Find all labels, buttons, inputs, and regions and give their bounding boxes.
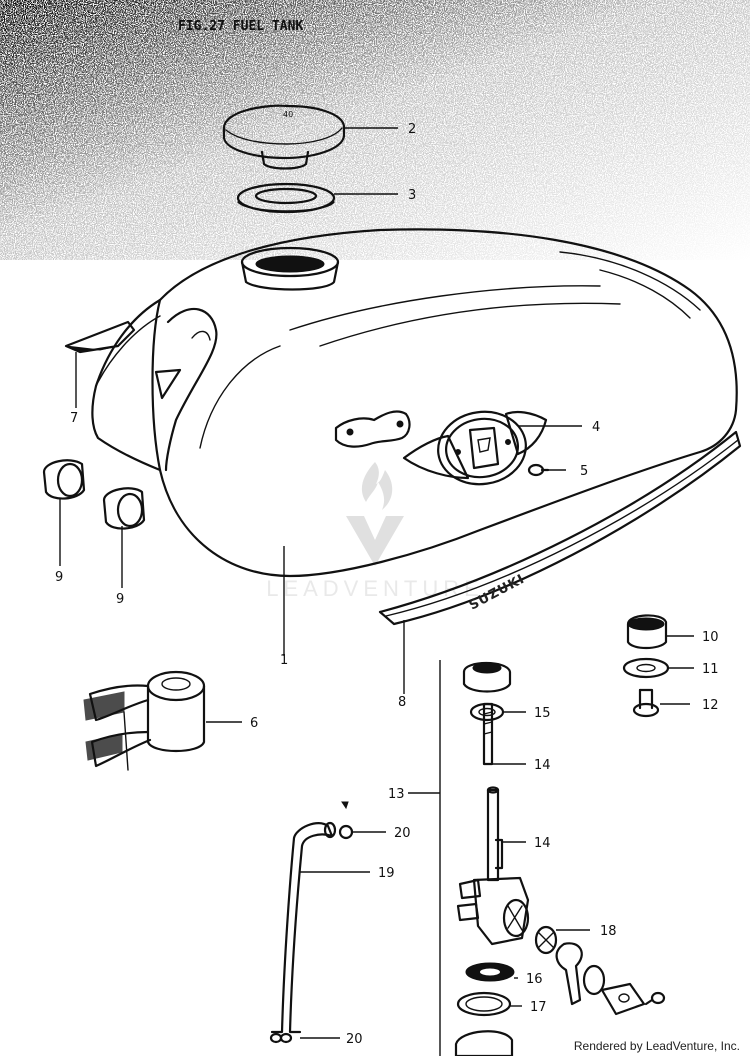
callout-12: 12 (702, 698, 719, 713)
callout-16: 16 (526, 972, 543, 987)
callout-18: 18 (600, 924, 617, 939)
fuel-tank-body (91, 228, 738, 578)
callout-10: 10 (702, 630, 719, 645)
callout-3: 3 (408, 188, 416, 203)
callout-8: 8 (398, 695, 406, 710)
front-cushion-left (42, 459, 86, 500)
hose-clip-upper (338, 801, 354, 840)
rear-bolt (632, 688, 660, 718)
callout-17: 17 (530, 1000, 547, 1015)
callout-14-upper: 14 (534, 758, 551, 773)
callout-13: 13 (388, 787, 405, 802)
callout-14-lower: 14 (534, 836, 551, 851)
callout-15: 15 (534, 706, 551, 721)
leadventure-watermark: LEADVENTURE (266, 462, 484, 601)
callout-1: 1 (280, 653, 288, 668)
callout-20-lower: 20 (346, 1032, 363, 1047)
fuel-cock-o-ring (456, 991, 512, 1017)
callout-labels: 2 3 1 4 5 6 7 8 9 9 10 11 12 13 14 14 15… (55, 122, 719, 1047)
callout-9-left: 9 (55, 570, 63, 585)
callout-6: 6 (250, 716, 258, 731)
fuel-hose (270, 821, 337, 1034)
render-credit: Rendered by LeadVenture, Inc. (571, 1039, 742, 1053)
callout-5: 5 (580, 464, 588, 479)
flame-icon (361, 462, 393, 510)
front-cushion-right (102, 487, 146, 530)
fuel-cock-strainer-cap (462, 662, 512, 693)
side-stripe-trim: SUZUKI (378, 430, 742, 626)
fuel-cock-pipe-long (486, 786, 504, 882)
emblem-screw (527, 463, 550, 477)
callout-9-right: 9 (116, 592, 124, 607)
fuel-cap: 40 (222, 104, 346, 170)
rear-washer (622, 657, 670, 679)
watermark-text: LEADVENTURE (266, 576, 484, 601)
lever-screw (644, 991, 666, 1006)
figure-title: FIG.27 FUEL TANK (178, 19, 303, 34)
scan-noise (0, 0, 750, 260)
cap-mark: 40 (283, 110, 293, 119)
rear-cushion (626, 614, 668, 650)
fuel-cock-disc (465, 962, 515, 982)
knee-grip (64, 320, 136, 354)
fuel-cock-cup (454, 1030, 514, 1056)
fuel-cock-lever (534, 925, 646, 1016)
suzuki-emblem (402, 410, 548, 486)
callout-7: 7 (70, 411, 78, 426)
callout-20-upper: 20 (394, 826, 411, 841)
callout-2: 2 (408, 122, 416, 137)
callout-4: 4 (592, 420, 600, 435)
fuel-cock-pipe-short (482, 702, 494, 766)
chevron-v-logo (346, 516, 404, 566)
tape-roll (83, 670, 206, 771)
cap-gasket (236, 182, 336, 214)
fuel-cock-body (456, 876, 530, 946)
hose-clip-lower (269, 1032, 293, 1044)
strainer-gasket (469, 702, 505, 722)
callout-19: 19 (378, 866, 395, 881)
callout-11: 11 (702, 662, 719, 677)
leader-lines (59, 127, 694, 1039)
